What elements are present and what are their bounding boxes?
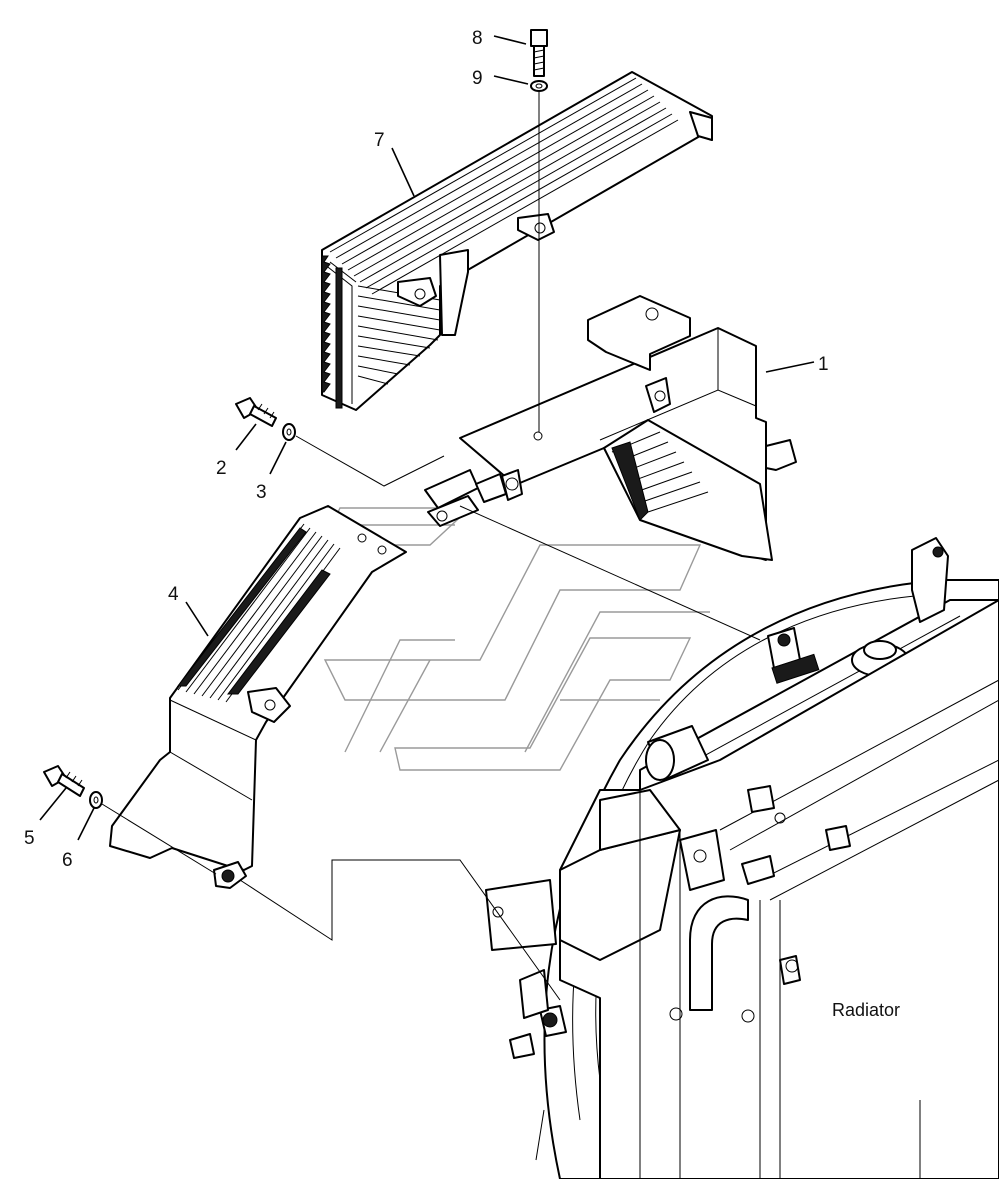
callout-9: 9 — [472, 68, 483, 89]
callout-1: 1 — [818, 354, 829, 375]
part-7-top-grille — [321, 71, 713, 411]
radiator-caption: Radiator — [832, 1000, 900, 1020]
part-9-washer — [530, 80, 548, 92]
part-5-bolt — [43, 765, 85, 797]
part-8-bolt — [530, 29, 548, 77]
callout-8: 8 — [472, 28, 483, 49]
callout-3: 3 — [256, 482, 267, 503]
part-4-side-shroud — [109, 505, 407, 889]
assembly-lines — [101, 92, 761, 1161]
callout-4: 4 — [168, 584, 179, 605]
leader-lines — [39, 35, 815, 841]
radiator-assembly — [485, 537, 999, 1179]
callout-7: 7 — [374, 130, 385, 151]
callout-5: 5 — [24, 828, 35, 849]
part-2-bolt — [235, 397, 277, 427]
callout-2: 2 — [216, 458, 227, 479]
callout-6: 6 — [62, 850, 73, 871]
part-1-main-shroud — [424, 295, 797, 561]
callout-labels: 8 9 7 1 2 3 4 5 6 Radiator — [24, 28, 900, 1020]
part-6-washer — [89, 791, 103, 809]
part-3-washer — [282, 423, 296, 441]
